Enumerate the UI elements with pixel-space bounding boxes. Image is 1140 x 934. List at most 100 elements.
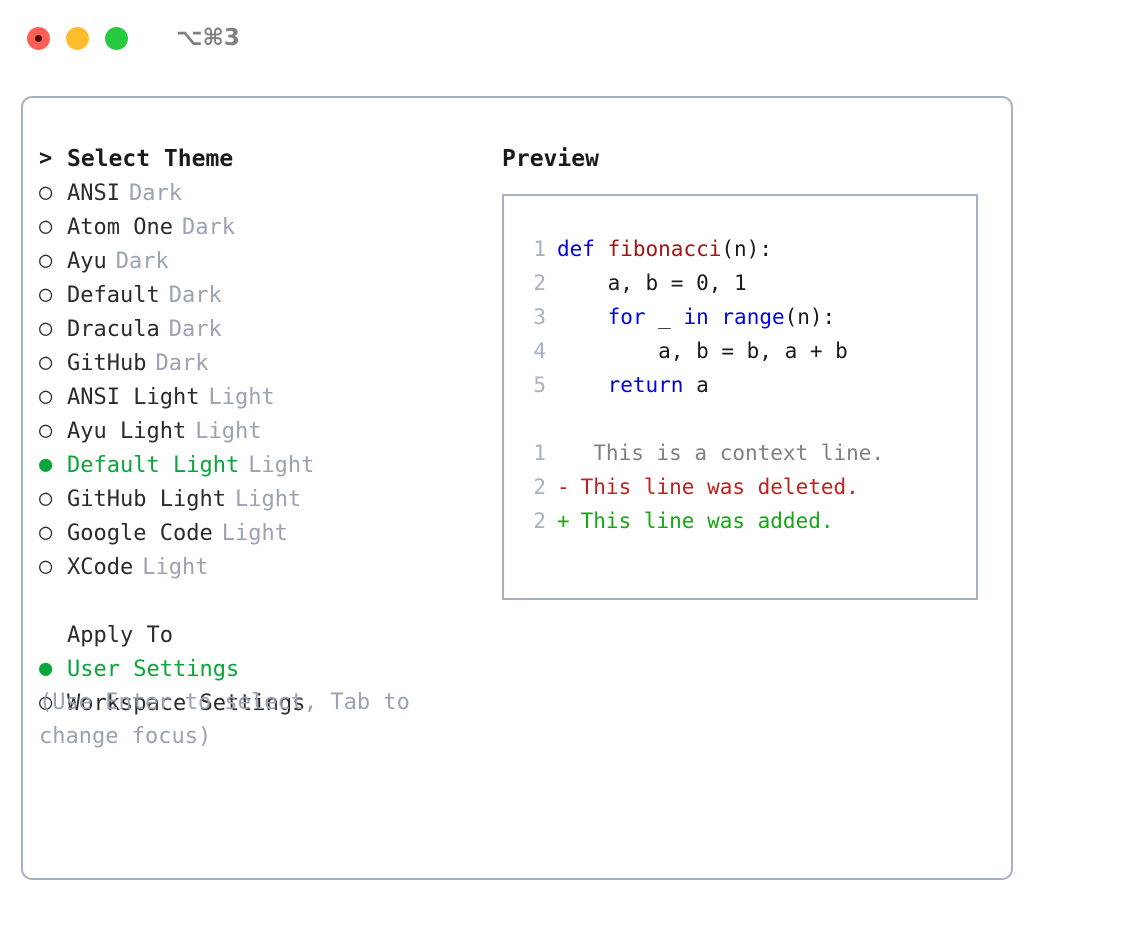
- radio-unselected-icon: ○: [39, 180, 53, 205]
- code-token: in: [683, 305, 709, 329]
- theme-list-item-variant: Dark: [128, 180, 182, 206]
- line-number: 4: [533, 339, 546, 363]
- code-token: (n):: [721, 237, 772, 261]
- preview-pane: Preview 1 def fibonacci(n): 2 a, b = 0, 1 3…: [502, 142, 988, 600]
- radio-unselected-icon: ○: [39, 248, 53, 273]
- code-line: 1 def fibonacci(n):: [524, 232, 976, 266]
- radio-selected-icon: ●: [39, 656, 53, 681]
- apply-to-item[interactable]: ● User Settings: [39, 652, 479, 686]
- code-line: 3 for _ in range(n):: [524, 300, 976, 334]
- diff-sign: -: [557, 475, 570, 499]
- diff-text: This line was added.: [568, 509, 834, 533]
- keyboard-shortcut-label: ⌥⌘3: [176, 25, 240, 51]
- radio-unselected-icon: ○: [39, 214, 53, 239]
- radio-unselected-icon: ○: [39, 486, 53, 511]
- apply-to-list: ● User Settings ○ Workspace Settings: [39, 652, 479, 720]
- apply-to-item-label: User Settings: [67, 656, 240, 682]
- theme-list-item-label: Dracula: [67, 316, 160, 342]
- close-icon: [35, 34, 42, 42]
- diff-sample: 1 This is a context line. 2- This line wa…: [524, 436, 976, 538]
- theme-list-item-variant: Light: [195, 418, 262, 444]
- theme-list-item-label: Atom One: [67, 214, 173, 240]
- radio-unselected-icon: ○: [39, 384, 53, 409]
- diff-text: This is a context line.: [568, 441, 885, 465]
- theme-list-item-variant: Light: [221, 520, 288, 546]
- code-token: [557, 305, 608, 329]
- line-number: 2: [533, 271, 546, 295]
- theme-picker-heading: > Select Theme: [39, 142, 479, 176]
- radio-unselected-icon: ○: [39, 350, 53, 375]
- radio-unselected-icon: ○: [39, 690, 53, 715]
- line-number: 3: [533, 305, 546, 329]
- hint-text: (Use Enter to select, Tab to change focu…: [39, 690, 424, 749]
- diff-sign: +: [557, 509, 570, 533]
- theme-list-item-label: ANSI: [67, 180, 120, 206]
- apply-to-item-label: Workspace Settings: [67, 690, 306, 716]
- spacer: [39, 584, 479, 618]
- code-token: fibonacci: [607, 237, 722, 261]
- code-token: _: [645, 305, 684, 329]
- theme-list-item-label: Ayu: [67, 248, 107, 274]
- blank-marker-icon: ○: [39, 624, 67, 646]
- theme-list-item[interactable]: ○ Dracula Dark: [39, 312, 479, 346]
- code-sample: 1 def fibonacci(n): 2 a, b = 0, 1 3 for _ i…: [524, 232, 976, 402]
- theme-list-item-variant: Dark: [115, 248, 169, 274]
- apply-to-heading-label: Apply To: [67, 622, 173, 648]
- theme-list-item-label: XCode: [67, 554, 134, 580]
- theme-list-item[interactable]: ○ Default Dark: [39, 278, 479, 312]
- line-number: 1: [533, 441, 546, 465]
- radio-unselected-icon: ○: [39, 282, 53, 307]
- preview-heading: Preview: [502, 146, 599, 172]
- theme-list-item-variant: Dark: [168, 316, 222, 342]
- code-line: 5 return a: [524, 368, 976, 402]
- theme-list-item-variant: Light: [248, 452, 315, 478]
- theme-list-item[interactable]: ● Default Light Light: [39, 448, 479, 482]
- apply-to-heading: ○ Apply To: [39, 618, 479, 652]
- theme-list-item[interactable]: ○ Google Code Light: [39, 516, 479, 550]
- theme-list-item-label: Default Light: [67, 452, 240, 478]
- caret-icon: >: [39, 146, 53, 171]
- theme-list-item-variant: Dark: [181, 214, 235, 240]
- theme-list-item-label: Default: [67, 282, 160, 308]
- theme-list-item-label: GitHub Light: [67, 486, 226, 512]
- diff-sign: [557, 436, 568, 470]
- line-number: 2: [533, 509, 546, 533]
- apply-to-item[interactable]: ○ Workspace Settings: [39, 686, 479, 720]
- theme-list-item[interactable]: ○ ANSI Dark: [39, 176, 479, 210]
- minimize-button[interactable]: [66, 26, 89, 50]
- close-button[interactable]: [27, 26, 50, 50]
- code-token: [709, 305, 722, 329]
- code-token: def: [557, 237, 595, 261]
- code-token: a, b = 0, 1: [557, 271, 747, 295]
- radio-unselected-icon: ○: [39, 554, 53, 579]
- theme-list-item[interactable]: ○ GitHub Light Light: [39, 482, 479, 516]
- theme-list-item-variant: Light: [208, 384, 275, 410]
- radio-unselected-icon: ○: [39, 520, 53, 545]
- code-token: return: [607, 373, 684, 397]
- diff-line: 2 + This line was added.: [524, 504, 976, 538]
- radio-unselected-icon: ○: [39, 418, 53, 443]
- theme-list-item[interactable]: ○ Ayu Dark: [39, 244, 479, 278]
- radio-unselected-icon: ○: [39, 316, 53, 341]
- theme-picker-heading-label: Select Theme: [67, 146, 234, 172]
- line-number: 2: [533, 475, 546, 499]
- line-number: 1: [533, 237, 546, 261]
- theme-list-item-label: Google Code: [67, 520, 213, 546]
- maximize-button[interactable]: [105, 26, 128, 50]
- theme-list-item[interactable]: ○ Atom One Dark: [39, 210, 479, 244]
- radio-selected-icon: ●: [39, 452, 53, 477]
- theme-list-item-variant: Dark: [168, 282, 222, 308]
- diff-line: 2- This line was deleted.: [524, 470, 976, 504]
- line-number: 5: [533, 373, 546, 397]
- theme-list-item-variant: Light: [234, 486, 302, 512]
- diff-text: This line was deleted.: [568, 475, 859, 499]
- theme-list-item[interactable]: ○ Ayu Light Light: [39, 414, 479, 448]
- spacer: [524, 402, 976, 436]
- theme-list-item-label: Ayu Light: [67, 418, 187, 444]
